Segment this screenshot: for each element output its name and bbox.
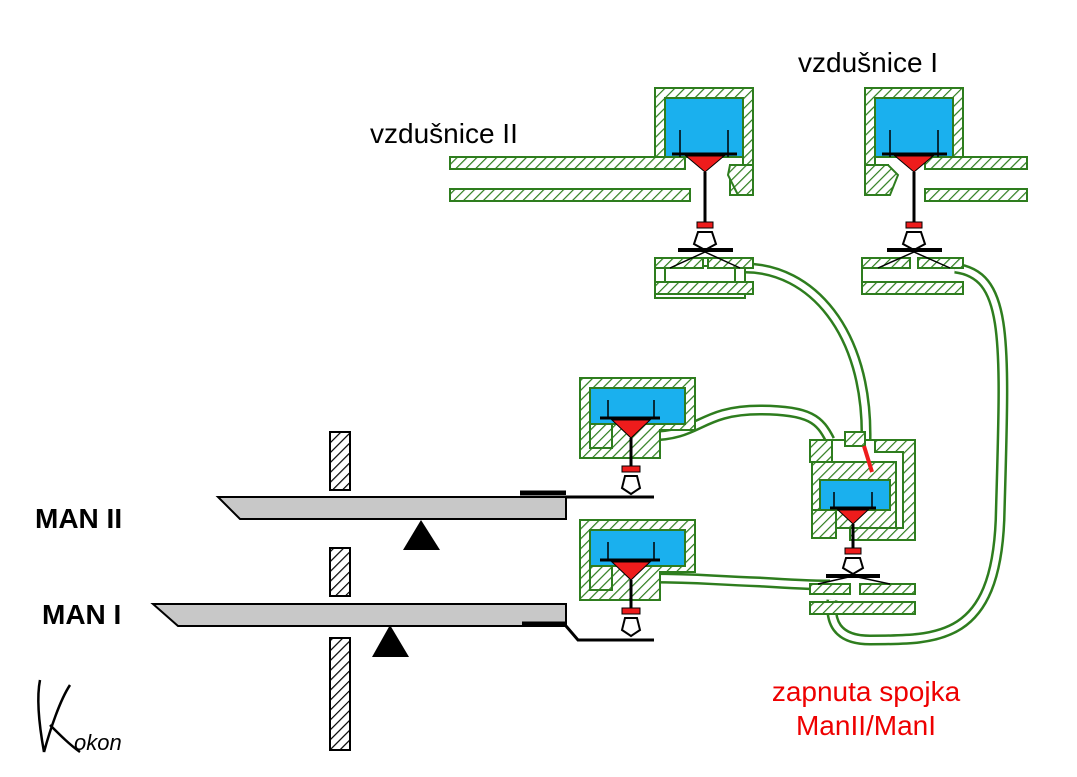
svg-text:okon: okon — [74, 730, 122, 755]
wind-chest-1-label: vzdušnice I — [798, 47, 938, 78]
valve-manual-2 — [579, 377, 696, 496]
wind-chest-2-label: vzdušnice II — [370, 118, 518, 149]
manual-1-label: MAN I — [42, 599, 121, 630]
valve-wind-chest-1 — [861, 87, 964, 295]
air-tubes — [649, 262, 1009, 646]
key-manual-1 — [150, 603, 654, 657]
wind-chest-channel-2 — [449, 156, 691, 202]
key-manual-2 — [215, 490, 654, 550]
manual-2-label: MAN II — [35, 503, 122, 534]
coupler-valve — [809, 431, 916, 615]
valve-wind-chest-2 — [654, 87, 754, 299]
wind-chest-channel-1 — [924, 156, 1028, 202]
coupler-label-line2: ManII/ManI — [796, 710, 936, 741]
valve-manual-1 — [579, 519, 696, 638]
signature: okon — [37, 679, 122, 755]
coupler-label-line1: zapnuta spojka — [772, 676, 961, 707]
frame-posts — [329, 431, 351, 751]
